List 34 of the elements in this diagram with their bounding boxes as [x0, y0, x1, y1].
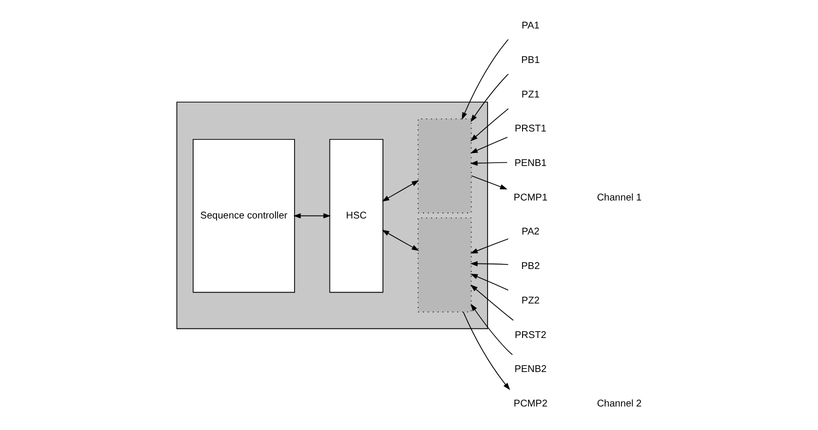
node-text: PCMP1	[513, 192, 547, 204]
arrow	[292, 213, 330, 218]
node-text: PRST1	[514, 124, 546, 135]
label: Channel 1	[596, 192, 642, 204]
node-text: PZ2	[521, 295, 540, 306]
arrow	[470, 261, 508, 266]
arrow	[470, 304, 512, 356]
node-box: Sequence controller	[192, 138, 294, 293]
label: Channel 2	[596, 398, 642, 410]
arrow	[470, 136, 508, 154]
arrow	[470, 175, 507, 190]
node-text: PRST2	[514, 330, 546, 341]
arrow	[470, 284, 514, 321]
arrow	[470, 74, 508, 122]
arrow	[381, 180, 419, 202]
node-text: PB2	[520, 261, 540, 272]
node-text: PA1	[521, 20, 539, 32]
arrow	[461, 39, 508, 120]
cluster	[176, 102, 488, 330]
node-box	[417, 217, 472, 312]
node-text: PENB1	[514, 158, 546, 170]
node-text: PCMP2	[513, 398, 547, 410]
node-text: PZ1	[521, 89, 540, 100]
node-box: HSC	[328, 138, 383, 293]
arrow	[470, 238, 508, 254]
arrow	[470, 274, 508, 290]
node-text: PENB2	[514, 364, 546, 376]
arrow	[470, 160, 508, 166]
node-text: PA2	[521, 226, 539, 238]
arrow	[462, 312, 510, 390]
node-box	[417, 118, 472, 214]
arrow	[381, 230, 419, 251]
arrow	[470, 108, 508, 142]
node-text: PB1	[520, 54, 540, 66]
